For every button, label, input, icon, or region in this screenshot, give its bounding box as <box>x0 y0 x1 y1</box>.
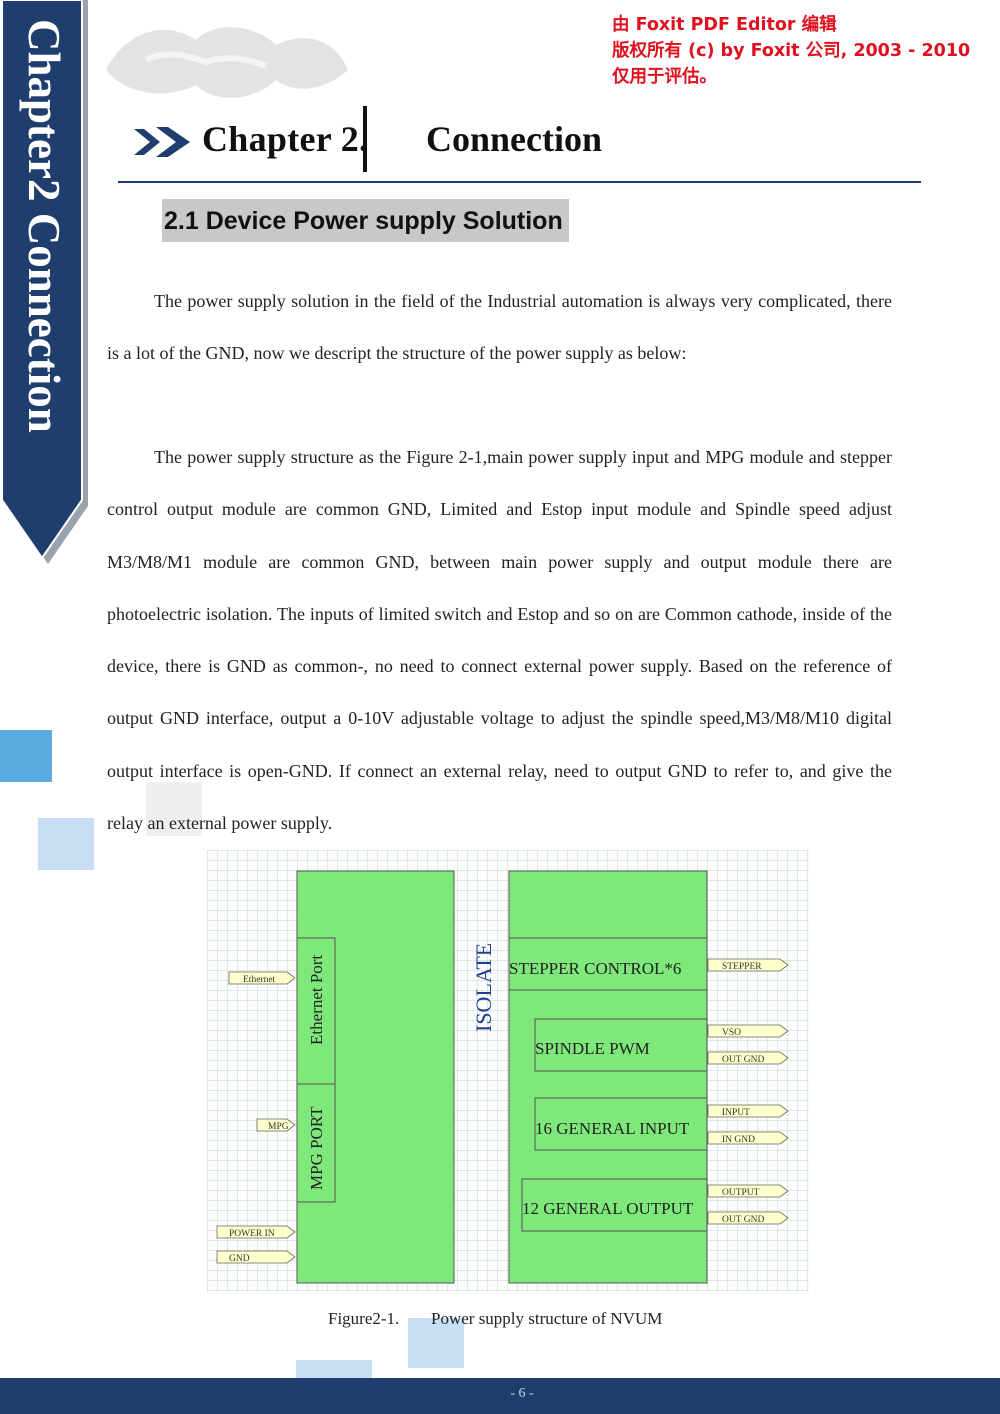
section-heading: 2.1 Device Power supply Solution <box>162 199 569 242</box>
banner-shape <box>2 0 88 564</box>
output-tag-out-gnd-2: OUT GND <box>707 1211 789 1225</box>
output-tag-out-gnd: OUT GND <box>707 1051 789 1065</box>
output-tag-text: OUT GND <box>722 1215 764 1225</box>
output-tag-text: OUT GND <box>722 1055 764 1065</box>
output-tag-text: OUTPUT <box>722 1188 760 1198</box>
input-tag-text: Ethernet <box>243 975 276 985</box>
output-tag-text: IN GND <box>722 1135 755 1145</box>
caption-text: Power supply structure of NVUM <box>431 1309 663 1328</box>
output-tag-text: STEPPER <box>722 962 762 972</box>
watermark-line: 由 Foxit PDF Editor 编辑 <box>612 15 837 35</box>
stepper-control-label: STEPPER CONTROL*6 <box>509 959 681 978</box>
input-tag-power-in: POWER IN <box>216 1225 296 1239</box>
world-map-decoration <box>106 27 348 98</box>
deco-square <box>296 1360 372 1380</box>
input-tag-text: MPG <box>268 1122 289 1132</box>
chapter-banner: Chapter2 Connection <box>2 0 88 564</box>
general-output-box <box>521 1178 708 1232</box>
input-tag-gnd: GND <box>216 1250 296 1264</box>
chapter-divider <box>363 106 367 172</box>
spindle-pwm-box <box>534 1018 708 1072</box>
watermark-line: 版权所有 (c) by Foxit 公司, 2003 - 2010 <box>612 41 971 61</box>
general-input-box <box>534 1097 708 1151</box>
deco-square <box>408 1318 464 1368</box>
caption-number: Figure2-1. <box>328 1309 400 1328</box>
mpg-port-box <box>296 1083 336 1203</box>
mpg-port-label: MPG PORT <box>307 1106 326 1190</box>
ethernet-port-label: Ethernet Port <box>307 955 326 1045</box>
output-tag-vso: VSO <box>707 1024 789 1038</box>
output-tag-text: VSO <box>722 1028 741 1038</box>
output-tag-text: INPUT <box>722 1108 750 1118</box>
output-tag-output: OUTPUT <box>707 1184 789 1198</box>
chapter-rule <box>118 181 921 183</box>
paragraph-text: The power supply solution in the field o… <box>107 291 892 364</box>
page-footer <box>0 1378 1000 1414</box>
isolate-label: ISOLATE <box>471 943 496 1032</box>
paragraph-text: The power supply structure as the Figure… <box>107 447 892 834</box>
spindle-pwm-label: SPINDLE PWM <box>535 1039 650 1058</box>
output-tag-input: INPUT <box>707 1104 789 1118</box>
body-paragraph: The power supply structure as the Figure… <box>107 431 892 849</box>
chapter-number: Chapter 2. <box>202 119 369 159</box>
deco-square <box>0 730 52 782</box>
input-tag-mpg: MPG <box>256 1118 296 1132</box>
output-tag-stepper: STEPPER <box>707 958 789 972</box>
output-tag-in-gnd: IN GND <box>707 1131 789 1145</box>
chapter-banner-label: Chapter2 Connection <box>19 19 69 433</box>
input-tag-text: POWER IN <box>229 1229 275 1239</box>
chapter-title: Connection <box>426 119 603 159</box>
double-chevron-icon <box>134 127 190 157</box>
stepper-control-box <box>508 937 708 991</box>
body-paragraph: The power supply solution in the field o… <box>107 275 892 380</box>
watermark-line: 仅用于评估。 <box>612 67 717 87</box>
power-supply-diagram: Ethernet Port MPG PORT ISOLATE STEPPER C… <box>207 850 809 1292</box>
general-output-label: 12 GENERAL OUTPUT <box>522 1199 694 1218</box>
editor-watermark: 由 Foxit PDF Editor 编辑 版权所有 (c) by Foxit … <box>612 12 970 90</box>
page-number: - 6 - <box>510 1386 534 1401</box>
ethernet-port-box <box>296 937 336 1105</box>
general-input-label: 16 GENERAL INPUT <box>535 1119 690 1138</box>
input-tag-ethernet: Ethernet <box>228 971 296 985</box>
deco-square <box>146 782 202 836</box>
input-tag-text: GND <box>229 1254 250 1264</box>
deco-square <box>38 818 94 870</box>
